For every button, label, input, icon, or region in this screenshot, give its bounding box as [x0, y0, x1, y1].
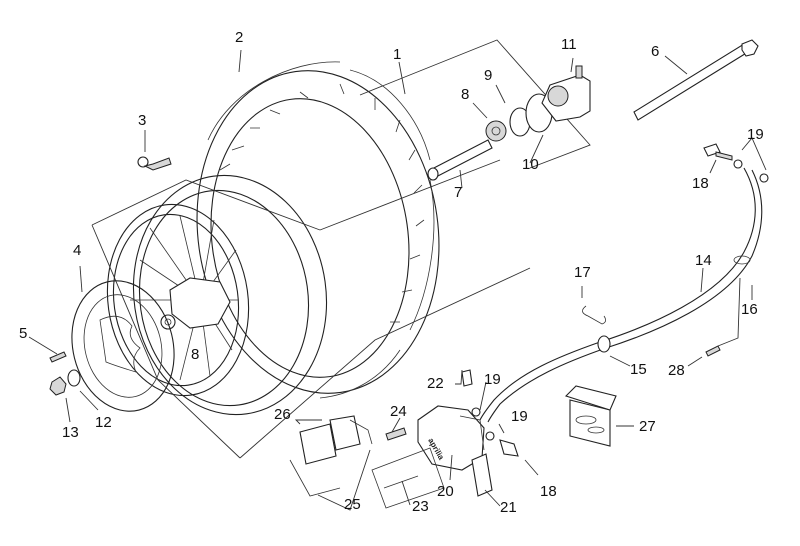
- spring-clip: [582, 305, 606, 325]
- brake-pads: [289, 415, 373, 497]
- hose-clamp: [733, 255, 751, 265]
- callout-7[interactable]: 7: [454, 184, 463, 201]
- callout-13[interactable]: 13: [62, 424, 79, 441]
- tyre: [196, 61, 440, 399]
- brake-disc: [71, 280, 175, 412]
- callout-25[interactable]: 25: [344, 496, 361, 513]
- callout-19a[interactable]: 19: [747, 126, 764, 143]
- washer: [67, 369, 81, 387]
- hose-grommet: [597, 335, 611, 353]
- callout-27[interactable]: 27: [639, 418, 656, 435]
- callout-10[interactable]: 10: [522, 156, 539, 173]
- callout-9[interactable]: 9: [484, 67, 493, 84]
- bleed-valve: [461, 369, 473, 387]
- caliper-cover: [471, 453, 493, 497]
- callout-24[interactable]: 24: [390, 403, 407, 420]
- pad-pin-kit: [371, 447, 445, 509]
- callout-17[interactable]: 17: [574, 264, 591, 281]
- callout-26[interactable]: 26: [274, 406, 291, 423]
- callout-2[interactable]: 2: [235, 29, 244, 46]
- callout-15[interactable]: 15: [630, 361, 647, 378]
- callout-8b[interactable]: 8: [191, 346, 200, 363]
- wheel-axle: [633, 39, 759, 121]
- callout-12[interactable]: 12: [95, 414, 112, 431]
- callout-14[interactable]: 14: [695, 252, 712, 269]
- callout-leaders: [28, 49, 767, 511]
- callout-6[interactable]: 6: [651, 43, 660, 60]
- callout-8a[interactable]: 8: [461, 86, 470, 103]
- speedometer-drive: [541, 65, 591, 122]
- callout-11[interactable]: 11: [561, 36, 577, 53]
- callout-18b[interactable]: 18: [540, 483, 557, 500]
- callout-23[interactable]: 23: [412, 498, 429, 515]
- nut: [49, 376, 67, 396]
- callout-18a[interactable]: 18: [692, 175, 709, 192]
- wheel-rim: [106, 174, 328, 416]
- seal-kit: [564, 385, 617, 447]
- callout-28[interactable]: 28: [668, 362, 685, 379]
- clamp-screw: [705, 345, 721, 357]
- callout-4[interactable]: 4: [73, 242, 82, 259]
- callout-1[interactable]: 1: [393, 46, 402, 63]
- callout-22[interactable]: 22: [427, 375, 444, 392]
- bearing: [485, 120, 507, 142]
- callout-19c[interactable]: 19: [511, 408, 528, 425]
- callout-19b[interactable]: 19: [484, 371, 501, 388]
- disc-screw: [49, 351, 67, 363]
- callout-20[interactable]: 20: [437, 483, 454, 500]
- callout-3[interactable]: 3: [138, 112, 147, 129]
- brake-hose: [479, 167, 756, 421]
- spacer-tube: [427, 139, 493, 181]
- valve: [137, 156, 172, 171]
- callout-21[interactable]: 21: [500, 499, 517, 516]
- callout-5[interactable]: 5: [19, 325, 28, 342]
- caliper-screw: [385, 427, 407, 441]
- callout-16[interactable]: 16: [741, 301, 758, 318]
